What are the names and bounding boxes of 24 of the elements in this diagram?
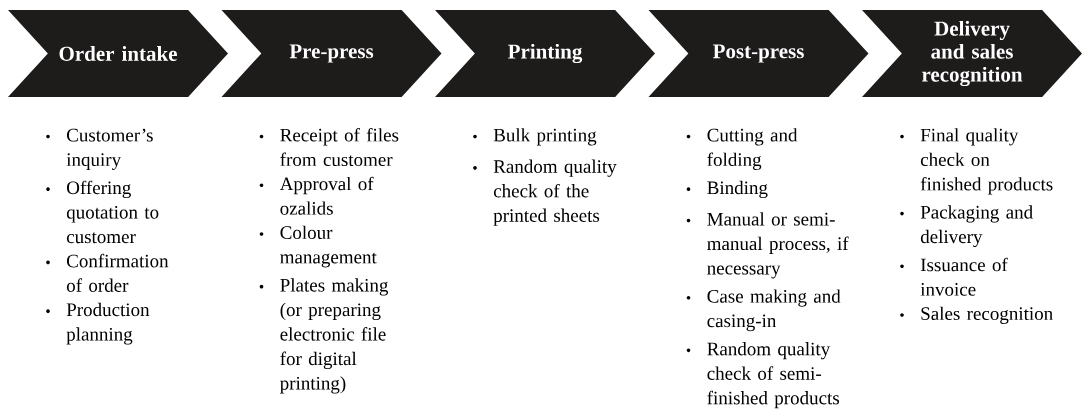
list-item: Random quality check of semi-finished products xyxy=(707,342,839,409)
list-item: Issuance of invoice xyxy=(920,257,1008,296)
list-item: Offering quotation to customer xyxy=(66,180,159,244)
process-step: Order intake xyxy=(8,10,228,97)
list-item: Production planning xyxy=(66,302,150,345)
process-step: Printing xyxy=(435,10,655,97)
list-item: Manual or semi-manual process, if necessary xyxy=(707,212,849,279)
list-item: Customer’s inquiry xyxy=(66,128,153,170)
process-step: Post-press xyxy=(648,10,869,97)
list-item: Receipt of files from customer xyxy=(280,128,399,167)
list-item: Approval of ozalids xyxy=(279,176,374,215)
list-item: Binding xyxy=(707,180,768,199)
list-item: Sales recognition xyxy=(921,306,1053,324)
list-item: Confirmation of order xyxy=(66,253,169,292)
process-step: Delivery and sales recognition xyxy=(862,10,1082,97)
list-item: Case making and casing-in xyxy=(707,289,841,332)
process-step: Pre-press xyxy=(221,10,442,97)
list-item: Packaging and delivery xyxy=(920,205,1033,248)
list-item: Bulk printing xyxy=(493,128,597,146)
list-item: Plates making (or preparing electronic file for digital printing) xyxy=(280,278,389,394)
list-item: Colour management xyxy=(280,225,377,268)
list-item: Final quality check on finished products xyxy=(920,128,1053,195)
list-item: Random quality check of the printed sheets xyxy=(493,159,617,226)
list-item: Cutting and folding xyxy=(707,128,798,170)
